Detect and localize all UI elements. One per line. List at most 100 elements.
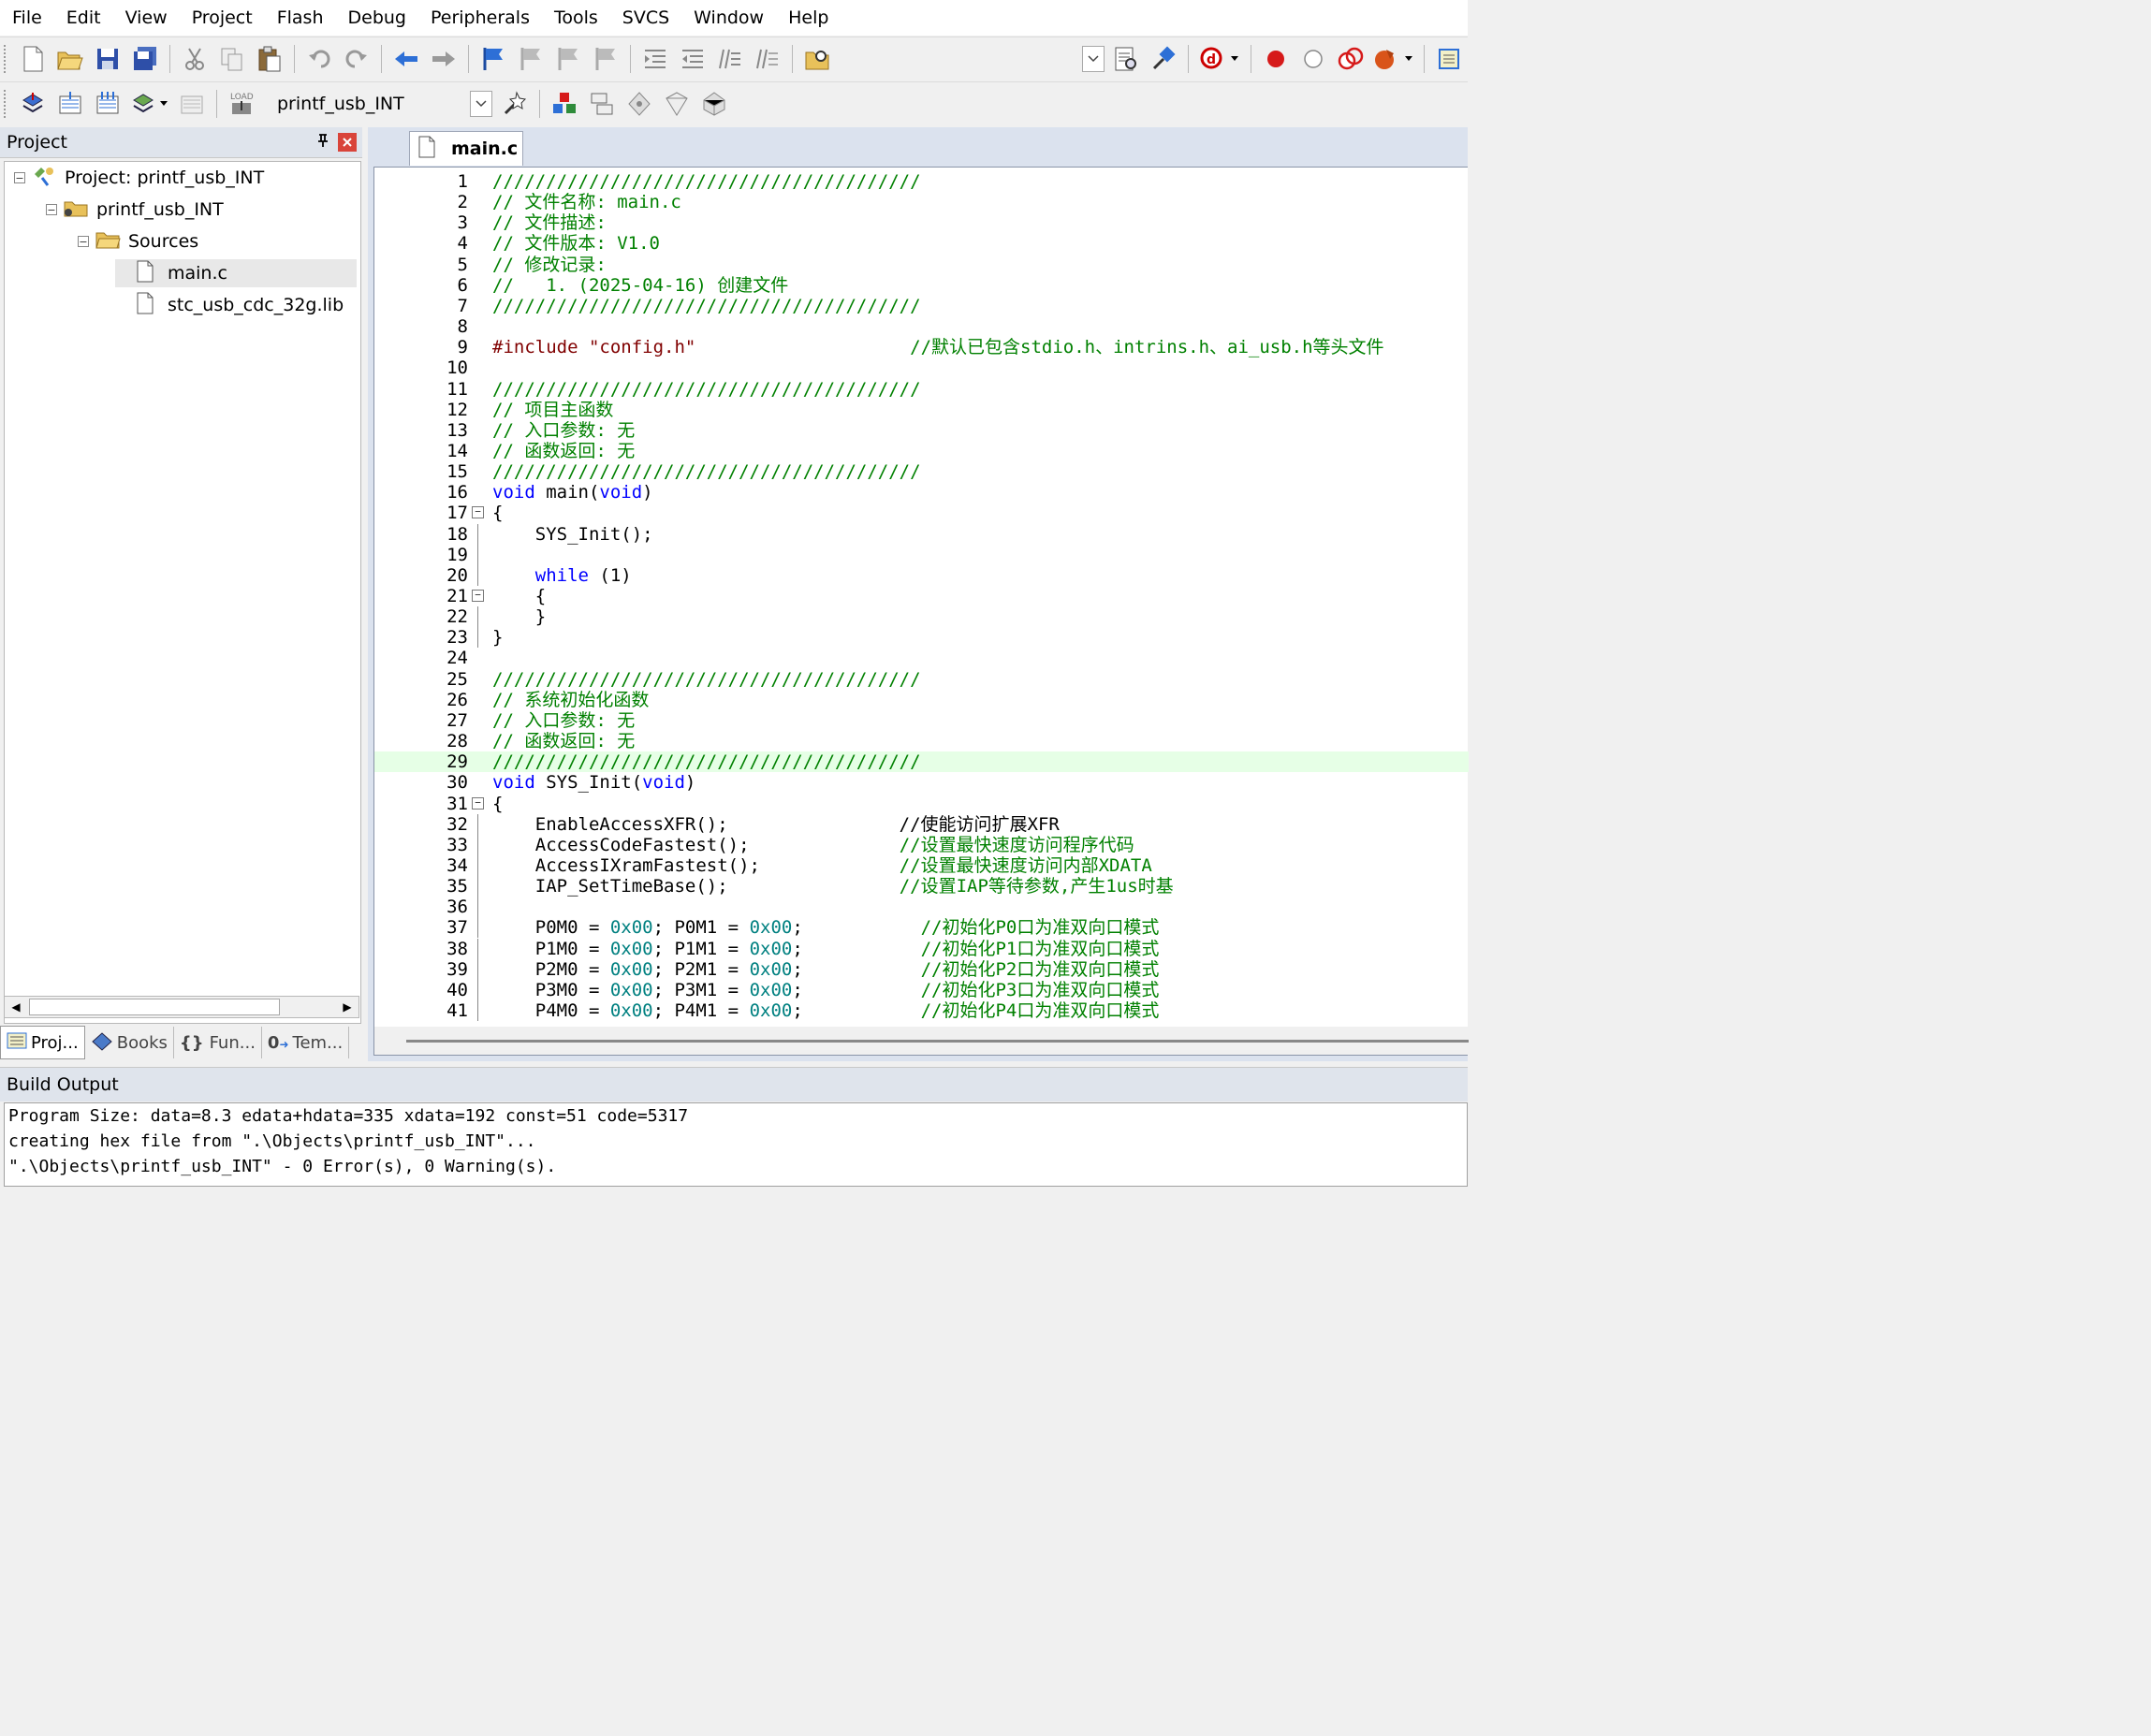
- code-line[interactable]: 26// 系统初始化函数: [374, 690, 1469, 710]
- save-icon[interactable]: [92, 43, 124, 75]
- scrollbar-thumb[interactable]: [29, 999, 280, 1015]
- code-line[interactable]: 5// 修改记录:: [374, 255, 1469, 275]
- next-bookmark-icon[interactable]: [552, 43, 584, 75]
- build-icon[interactable]: [54, 88, 86, 120]
- menu-flash[interactable]: Flash: [276, 7, 324, 28]
- code-line[interactable]: 2// 文件名称: main.c: [374, 192, 1469, 212]
- code-line[interactable]: 27// 入口参数: 无: [374, 710, 1469, 731]
- code-line[interactable]: 39 P2M0 = 0x00; P2M1 = 0x00; //初始化P2口为准双…: [374, 958, 1469, 980]
- code-line[interactable]: 28// 函数返回: 无: [374, 731, 1469, 751]
- kill-all-breakpoints-icon[interactable]: [1335, 43, 1367, 75]
- clear-bookmarks-icon[interactable]: [590, 43, 622, 75]
- tree-item-lib[interactable]: stc_usb_cdc_32g.lib: [115, 291, 344, 319]
- redo-icon[interactable]: [341, 43, 373, 75]
- translate-icon[interactable]: [17, 88, 49, 120]
- code-line[interactable]: 25//////////////////////////////////////…: [374, 669, 1469, 690]
- bookmark-icon[interactable]: [477, 43, 509, 75]
- comment-icon[interactable]: [714, 43, 746, 75]
- code-line[interactable]: 29//////////////////////////////////////…: [374, 751, 1469, 773]
- tree-item-project[interactable]: − Project: printf_usb_INT: [14, 164, 264, 192]
- code-line[interactable]: 41 P4M0 = 0x00; P4M1 = 0x00; //初始化P4口为准双…: [374, 1000, 1469, 1021]
- save-all-icon[interactable]: [129, 43, 161, 75]
- code-line[interactable]: 21− {: [374, 586, 1469, 606]
- code-line[interactable]: 37 P0M0 = 0x00; P0M1 = 0x00; //初始化P0口为准双…: [374, 917, 1469, 939]
- rebuild-icon[interactable]: [92, 88, 124, 120]
- indent-icon[interactable]: [639, 43, 671, 75]
- code-line[interactable]: 1///////////////////////////////////////…: [374, 171, 1469, 192]
- close-icon[interactable]: [338, 133, 357, 152]
- code-line[interactable]: 12// 项目主函数: [374, 400, 1469, 420]
- menu-view[interactable]: View: [124, 7, 168, 28]
- code-line[interactable]: 22 }: [374, 606, 1469, 628]
- toolbar-grip[interactable]: [4, 90, 8, 118]
- unindent-icon[interactable]: [677, 43, 709, 75]
- code-line[interactable]: 15//////////////////////////////////////…: [374, 461, 1469, 482]
- code-line[interactable]: 32 EnableAccessXFR(); //使能访问扩展XFR: [374, 813, 1469, 835]
- code-line[interactable]: 24: [374, 648, 1469, 668]
- menu-file[interactable]: File: [12, 7, 42, 28]
- code-line[interactable]: 8: [374, 316, 1469, 337]
- find-icon[interactable]: [1110, 43, 1142, 75]
- code-line[interactable]: 40 P3M0 = 0x00; P3M1 = 0x00; //初始化P3口为准双…: [374, 979, 1469, 1000]
- menu-help[interactable]: Help: [788, 7, 829, 28]
- component-config-icon[interactable]: [698, 88, 730, 120]
- menu-debug[interactable]: Debug: [347, 7, 406, 28]
- code-line[interactable]: 23}: [374, 627, 1469, 649]
- code-line[interactable]: 14// 函数返回: 无: [374, 441, 1469, 461]
- code-line[interactable]: 31−{: [374, 794, 1469, 814]
- tab-project[interactable]: Proj...: [0, 1026, 85, 1059]
- fold-collapse-icon[interactable]: −: [472, 794, 485, 814]
- scrollbar-thumb[interactable]: [406, 1040, 1469, 1043]
- code-line[interactable]: 6// 1. (2025-04-16) 创建文件: [374, 275, 1469, 296]
- code-line[interactable]: 19: [374, 544, 1469, 565]
- open-file-icon[interactable]: [54, 43, 86, 75]
- debug-session-icon[interactable]: d: [1197, 43, 1242, 75]
- tab-books[interactable]: Books: [85, 1027, 174, 1058]
- disable-breakpoint-icon[interactable]: [1297, 43, 1329, 75]
- select-packs-icon[interactable]: [586, 88, 618, 120]
- collapse-icon[interactable]: −: [46, 204, 57, 216]
- code-line[interactable]: 9#include "config.h" //默认已包含stdio.h、intr…: [374, 337, 1469, 357]
- code-line[interactable]: 3// 文件描述:: [374, 212, 1469, 233]
- tab-main-c[interactable]: main.c: [409, 131, 523, 166]
- paste-icon[interactable]: [254, 43, 285, 75]
- new-file-icon[interactable]: [17, 43, 49, 75]
- target-select[interactable]: printf_usb_INT: [264, 89, 496, 119]
- download-icon[interactable]: LOAD: [226, 88, 257, 120]
- scroll-left-icon[interactable]: ◀: [11, 1000, 21, 1014]
- navigate-back-icon[interactable]: [390, 43, 422, 75]
- menu-tools[interactable]: Tools: [553, 7, 598, 28]
- navigate-forward-icon[interactable]: [428, 43, 460, 75]
- tab-functions[interactable]: {} Fun...: [174, 1027, 262, 1058]
- tree-item-main-c[interactable]: main.c: [115, 259, 357, 287]
- fold-collapse-icon[interactable]: −: [472, 503, 485, 523]
- batch-build-icon[interactable]: [129, 88, 170, 120]
- fold-collapse-icon[interactable]: −: [472, 586, 485, 606]
- code-editor[interactable]: 1///////////////////////////////////////…: [373, 167, 1469, 1056]
- target-options-icon[interactable]: [499, 88, 531, 120]
- collapse-icon[interactable]: −: [14, 172, 25, 184]
- editor-horizontal-scrollbar[interactable]: [374, 1027, 1469, 1055]
- configure-options-icon[interactable]: [1372, 43, 1415, 75]
- tab-templates[interactable]: 0➜ Tem...: [262, 1027, 350, 1058]
- code-line[interactable]: 38 P1M0 = 0x00; P1M1 = 0x00; //初始化P1口为准双…: [374, 938, 1469, 959]
- code-line[interactable]: 10: [374, 357, 1469, 378]
- code-line[interactable]: 4// 文件版本: V1.0: [374, 233, 1469, 254]
- incremental-find-icon[interactable]: [1148, 43, 1179, 75]
- toolbar-grip[interactable]: [4, 45, 8, 73]
- menu-project[interactable]: Project: [191, 7, 253, 28]
- find-in-files-icon[interactable]: [801, 43, 833, 75]
- code-line[interactable]: 20 while (1): [374, 564, 1469, 586]
- pin-icon[interactable]: [314, 133, 332, 152]
- code-line[interactable]: 7///////////////////////////////////////…: [374, 296, 1469, 316]
- undo-icon[interactable]: [303, 43, 335, 75]
- code-line[interactable]: 33 AccessCodeFastest(); //设置最快速度访问程序代码: [374, 834, 1469, 855]
- code-line[interactable]: 11//////////////////////////////////////…: [374, 379, 1469, 400]
- code-line[interactable]: 17−{: [374, 503, 1469, 523]
- window-layout-icon[interactable]: [1433, 43, 1465, 75]
- tree-item-target[interactable]: − printf_usb_INT: [46, 196, 224, 224]
- code-line[interactable]: 18 SYS_Init();: [374, 523, 1469, 545]
- manage-project-items-icon[interactable]: [549, 88, 580, 120]
- prev-bookmark-icon[interactable]: [515, 43, 547, 75]
